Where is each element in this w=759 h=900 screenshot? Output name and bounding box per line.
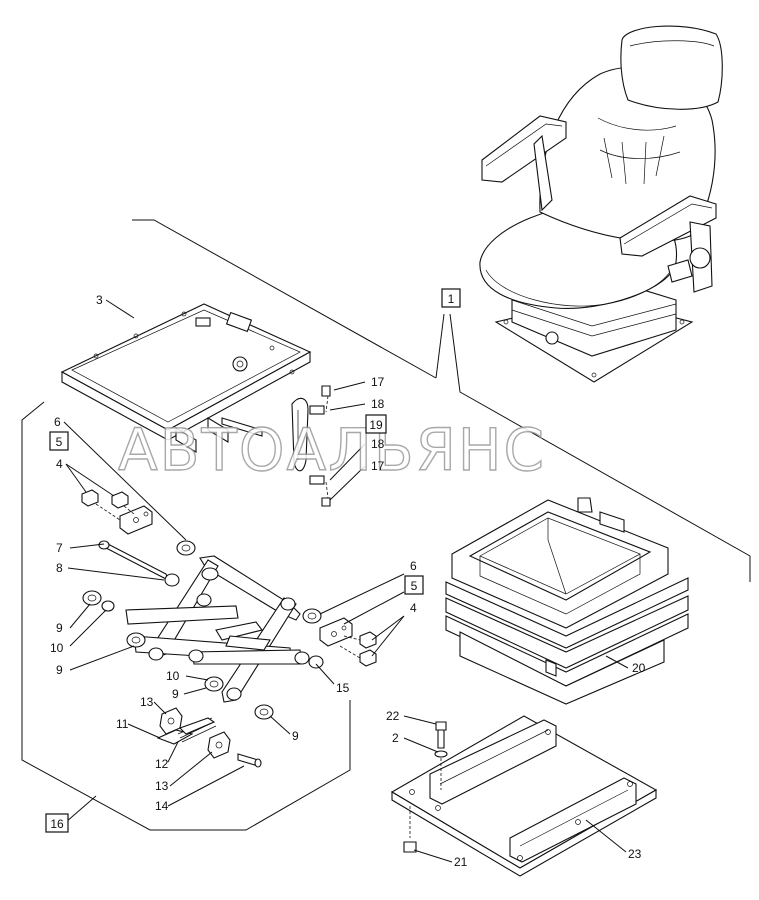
callout-9a: 9: [56, 621, 63, 635]
callout-box-5a: [49, 431, 69, 451]
callout-17a: 17: [371, 375, 385, 389]
strap-part-19: [291, 385, 331, 507]
callout-20: 20: [632, 661, 646, 675]
callout-15: 15: [336, 681, 350, 695]
callout-9c: 9: [172, 687, 179, 701]
callout-1: 1: [448, 292, 455, 306]
callout-18a: 18: [371, 397, 385, 411]
scissor-mechanism: [81, 489, 377, 768]
callout-17b: 17: [371, 459, 385, 473]
callout-6b: 6: [410, 559, 417, 573]
callout-4b: 4: [410, 601, 417, 615]
callout-22: 22: [386, 709, 400, 723]
watermark-text: АВТОАЛЬЯНС: [118, 416, 546, 484]
group-16-outline: [21, 401, 351, 831]
callout-12: 12: [155, 757, 169, 771]
callout-8: 8: [56, 561, 63, 575]
callout-5a: 5: [56, 435, 63, 449]
callout-6a: 6: [54, 415, 61, 429]
callout-box-5b: [404, 575, 424, 595]
callout-21: 21: [454, 855, 468, 869]
suspension-box: [445, 497, 689, 705]
callout-5b: 5: [411, 579, 418, 593]
callout-9d: 9: [292, 729, 299, 743]
callout-10a: 10: [50, 641, 64, 655]
top-plate: [60, 303, 312, 453]
callout-box-16: [45, 813, 69, 833]
callout-14: 14: [155, 799, 169, 813]
callout-16: 16: [50, 817, 64, 831]
callout-4a: 4: [56, 457, 63, 471]
callout-box-1: [441, 288, 461, 308]
callout-10b: 10: [166, 669, 180, 683]
seat-assembly: [479, 25, 723, 383]
callout-7: 7: [56, 541, 63, 555]
callout-19: 19: [369, 418, 383, 432]
callout-labels: 1 3 17 18 19 18 17 6 5 4 7 8 9 10 9 10 9…: [45, 288, 646, 869]
callout-11: 11: [116, 717, 129, 731]
base-plate: [390, 715, 658, 877]
callout-2: 2: [392, 731, 399, 745]
leader-lines: [63, 219, 751, 863]
callout-3: 3: [96, 293, 103, 307]
callout-13a: 13: [140, 695, 154, 709]
callout-13b: 13: [155, 779, 169, 793]
callout-23: 23: [628, 847, 642, 861]
callout-18b: 18: [371, 437, 385, 451]
callout-box-19: [365, 414, 387, 434]
callout-9b: 9: [56, 663, 63, 677]
